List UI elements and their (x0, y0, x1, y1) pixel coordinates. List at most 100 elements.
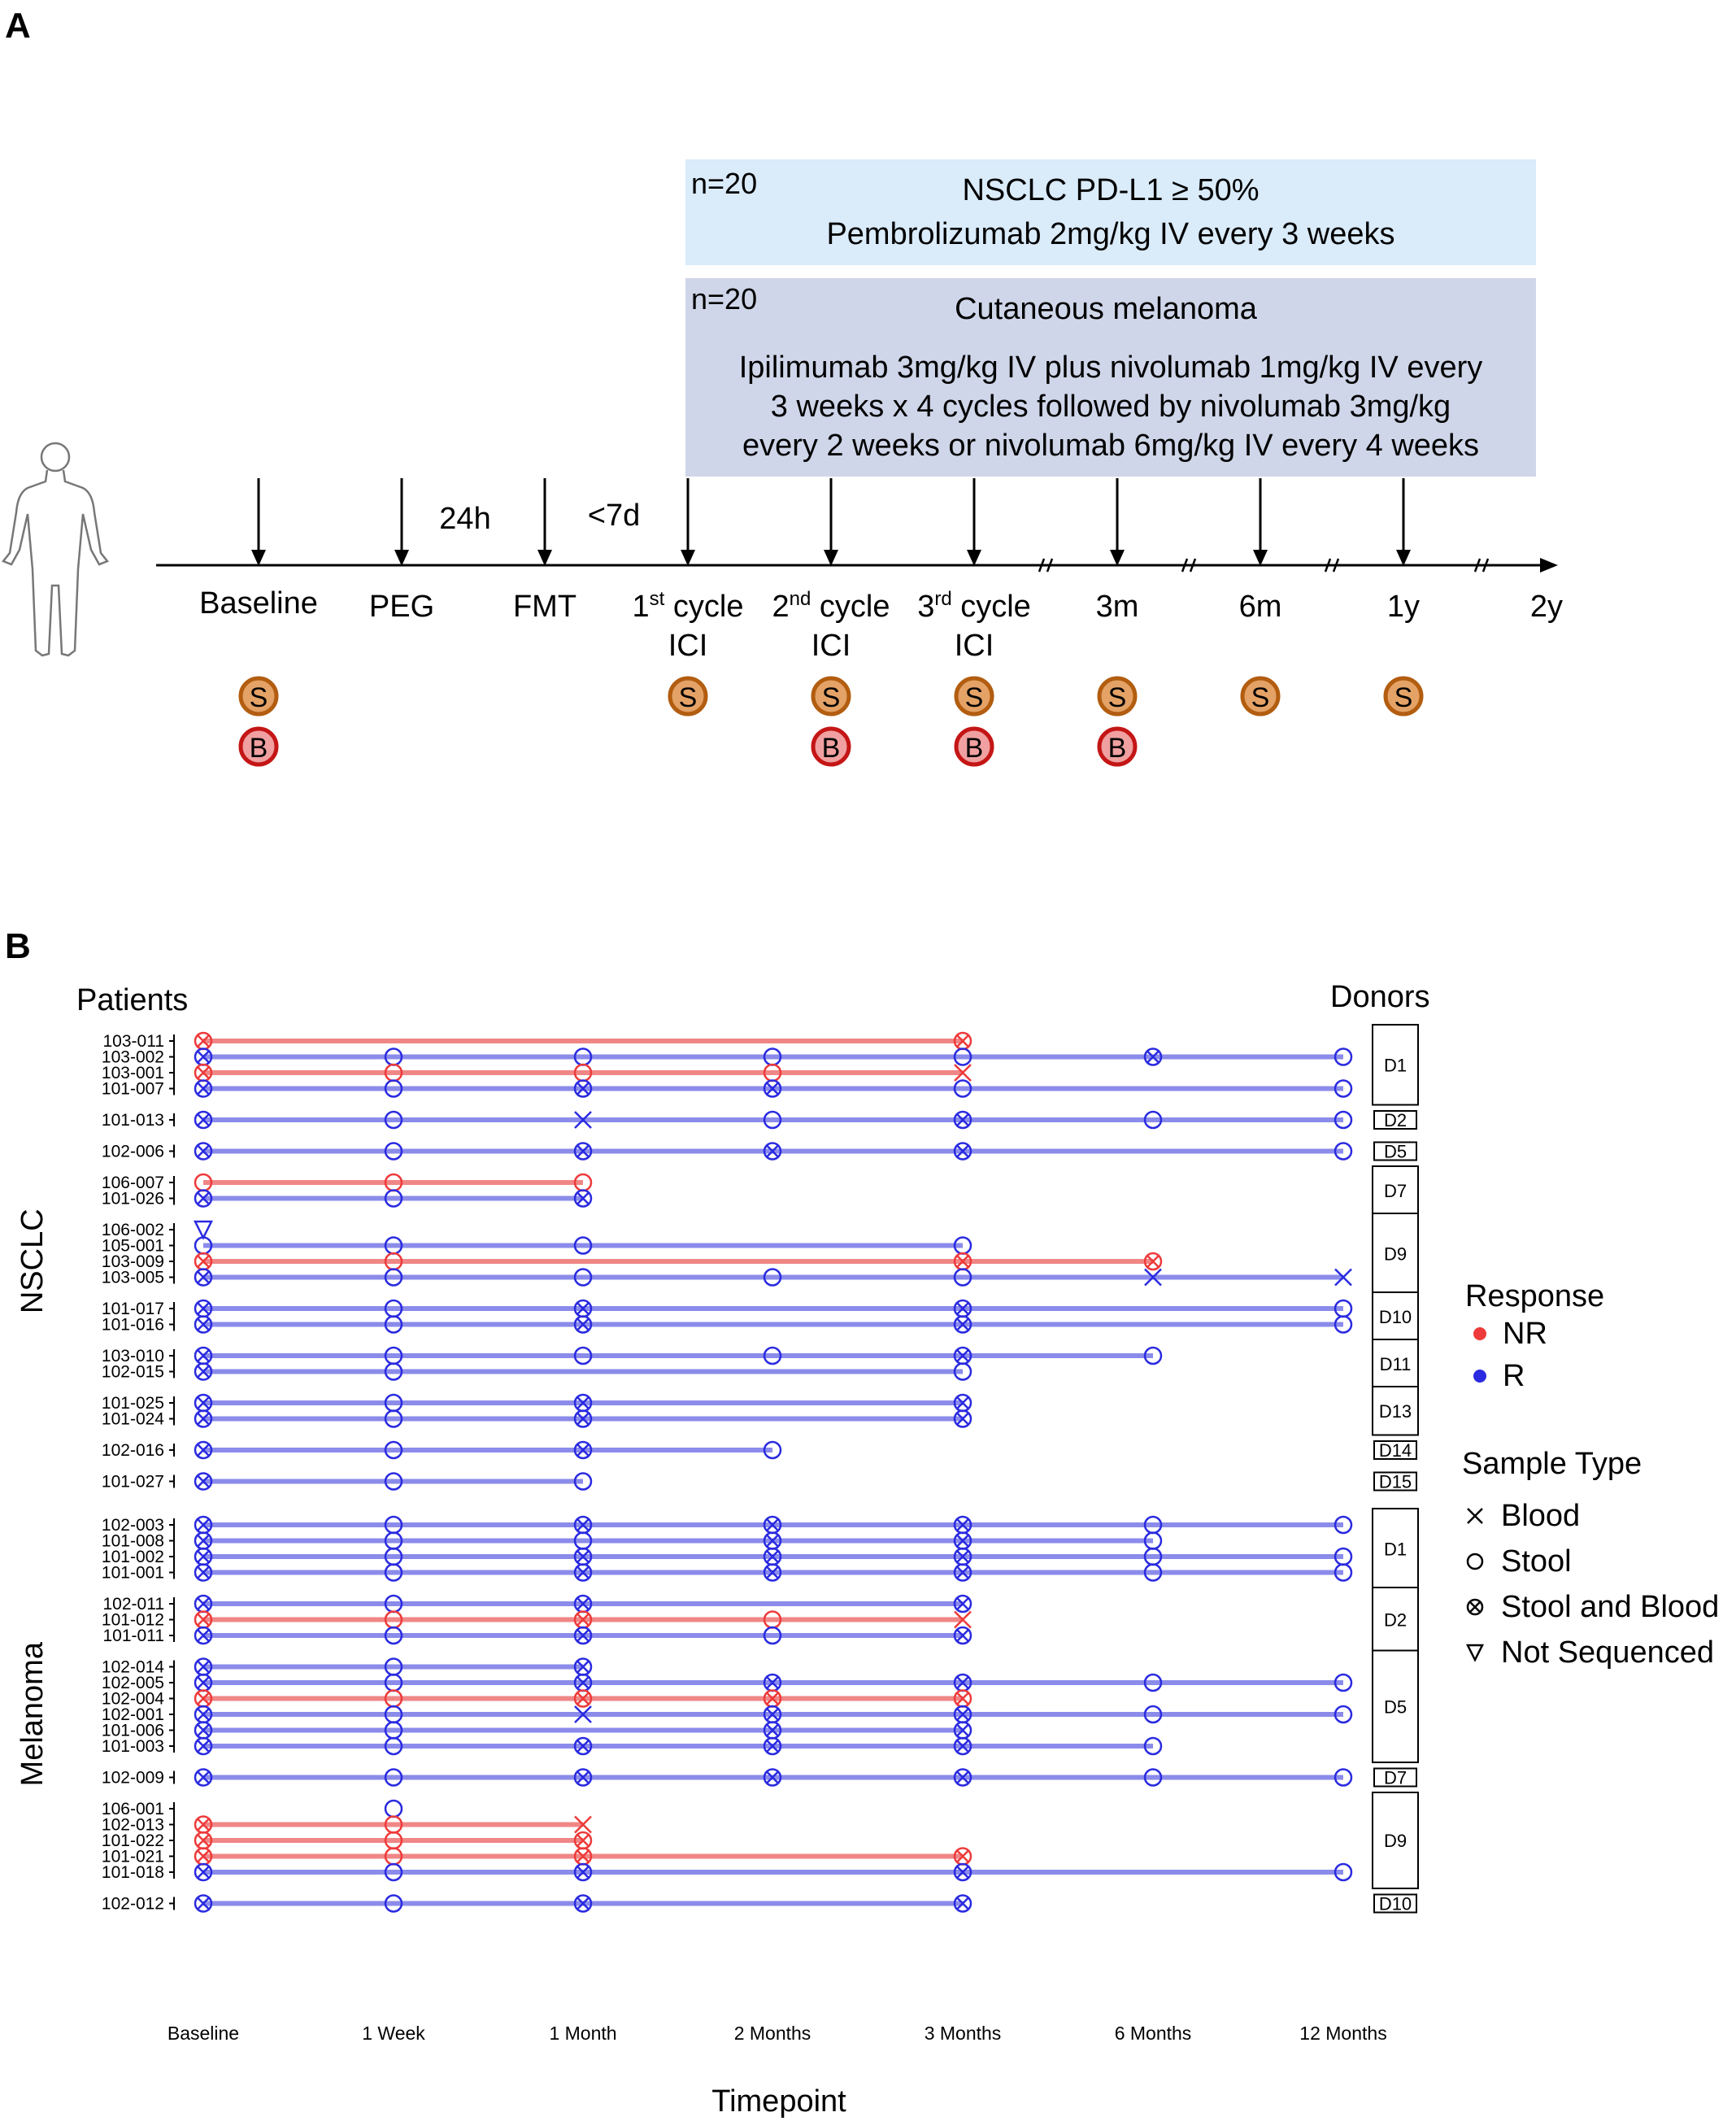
stool-and-blood-cross (955, 1739, 970, 1753)
stool-marker (1334, 1110, 1353, 1130)
stool-sample-badge (668, 676, 708, 716)
patient-id: 102-011 (102, 1595, 164, 1614)
stool-and-blood-marker (194, 1862, 213, 1882)
patient-id: 101-021 (102, 1848, 164, 1866)
axis-break-mark (1481, 558, 1490, 573)
group-melanoma: 102-003101-008101-002101-001D1102-011101… (15, 1508, 1419, 1914)
patient-id: 106-002 (102, 1221, 164, 1239)
stool-and-blood-circle (194, 1110, 213, 1130)
stool-and-blood-marker (573, 1862, 593, 1882)
stool-marker (1334, 1047, 1353, 1066)
donor-label: D10 (1379, 1894, 1412, 1914)
stool-marker (384, 1189, 403, 1208)
stool-marker (1334, 1079, 1353, 1098)
donor-label: D9 (1384, 1831, 1407, 1851)
stool-and-blood-cross (1468, 1601, 1481, 1614)
stool-and-blood-circle (1143, 1252, 1163, 1271)
stool-marker (1334, 1563, 1353, 1582)
stool-and-blood-circle (953, 1862, 972, 1882)
blood-marker-stroke (954, 1610, 972, 1629)
legend-sample-label: Not Sequenced (1501, 1635, 1714, 1670)
stool-and-blood-marker (763, 1079, 782, 1098)
x-tick-label: Baseline (168, 2023, 239, 2044)
stool-and-blood-circle (194, 1268, 213, 1287)
stool-and-blood-cross (196, 1723, 211, 1737)
timepoint-label: 1st cycle (633, 588, 744, 624)
patient-id: 102-015 (102, 1363, 164, 1382)
timepoint-label: 3m (1096, 590, 1139, 624)
patient-row: 101-021 (102, 1847, 972, 1866)
stool-and-blood-cross (576, 1849, 590, 1863)
stool-and-blood-marker (953, 1768, 972, 1787)
stool-and-blood-marker (573, 1563, 593, 1582)
patient-row: 103-002 (102, 1047, 1353, 1067)
stool-and-blood-marker (194, 1189, 213, 1208)
patient-id: 103-005 (102, 1269, 164, 1287)
patient-row: 102-005 (102, 1673, 1353, 1692)
donor-label: D1 (1384, 1055, 1407, 1075)
stool-and-blood-circle (953, 1894, 972, 1913)
stool-and-blood-cross (196, 1270, 211, 1284)
stool-marker (384, 1110, 403, 1130)
stool-and-blood-marker (194, 1362, 213, 1381)
axis-break-mark (1046, 558, 1054, 573)
patient-id: 103-001 (102, 1064, 164, 1082)
stool-and-blood-cross (576, 1739, 590, 1753)
stool-and-blood-marker (953, 1409, 972, 1428)
stool-marker (573, 1236, 593, 1255)
blood-marker (574, 1111, 592, 1129)
group-label: NSCLC (15, 1209, 50, 1313)
stool-and-blood-cross (955, 1566, 970, 1579)
patient-row: 102-004 (102, 1689, 972, 1709)
stool-and-blood-marker (194, 1268, 213, 1287)
not-sequenced-marker (1465, 1644, 1485, 1662)
stool-and-blood-circle (953, 1110, 972, 1130)
timepoint-arrowhead (1253, 550, 1268, 566)
stool-and-blood-cross (196, 1113, 211, 1127)
donor-box (1373, 1471, 1417, 1492)
melanoma-box-background (685, 278, 1536, 477)
panel-b-label: B (5, 926, 31, 966)
timepoint-label: PEG (369, 590, 434, 624)
stool-and-blood-circle (573, 1189, 593, 1208)
stool-and-blood-marker (194, 1409, 213, 1428)
axis-break-mark (1189, 558, 1197, 573)
stool-and-blood-cross (576, 1317, 590, 1331)
stool-sample-badge (1383, 676, 1424, 716)
stool-and-blood-circle (573, 1626, 593, 1645)
patient-id: 102-006 (102, 1143, 164, 1161)
stool-sample-badge (1240, 676, 1281, 716)
patient-id: 102-013 (102, 1816, 164, 1835)
legend-sample-label: Blood (1501, 1499, 1580, 1533)
melanoma-regimen-line: every 2 weeks or nivolumab 6mg/kg IV eve… (742, 429, 1479, 463)
stool-marker (763, 1346, 782, 1365)
panel-a: A n=20 NSCLC PD-L1 ≥ 50% Pembrolizumab 2… (1, 6, 1563, 767)
patient-id: 102-001 (102, 1705, 164, 1724)
donor-box (1372, 1339, 1419, 1389)
stool-and-blood-cross (765, 1723, 780, 1737)
patient-row: 101-018 (102, 1862, 1353, 1882)
donor-box (1372, 1792, 1419, 1889)
donor-box (1372, 1649, 1419, 1763)
stool-and-blood-cross (955, 1723, 970, 1737)
x-tick-label: 2 Months (734, 2023, 811, 2044)
stool-and-blood-circle (763, 1079, 782, 1098)
nsclc-n: n=20 (691, 167, 757, 200)
stool-and-blood-cross (196, 1534, 211, 1548)
stool-and-blood-circle (573, 1894, 593, 1913)
stool-marker (1334, 1673, 1353, 1692)
stool-marker (953, 1079, 972, 1098)
stool-marker (763, 1268, 782, 1287)
stool-and-blood-cross (955, 1849, 970, 1863)
stool-marker (763, 1110, 782, 1130)
stool-and-blood-cross (955, 1412, 970, 1426)
stool-and-blood-circle (953, 1736, 972, 1756)
donor-label: D13 (1379, 1401, 1412, 1422)
stool-marker (384, 1079, 403, 1098)
patient-row: 101-017 (102, 1299, 1353, 1318)
patient-row: 102-011 (102, 1594, 972, 1614)
patient-id: 101-017 (102, 1300, 164, 1318)
